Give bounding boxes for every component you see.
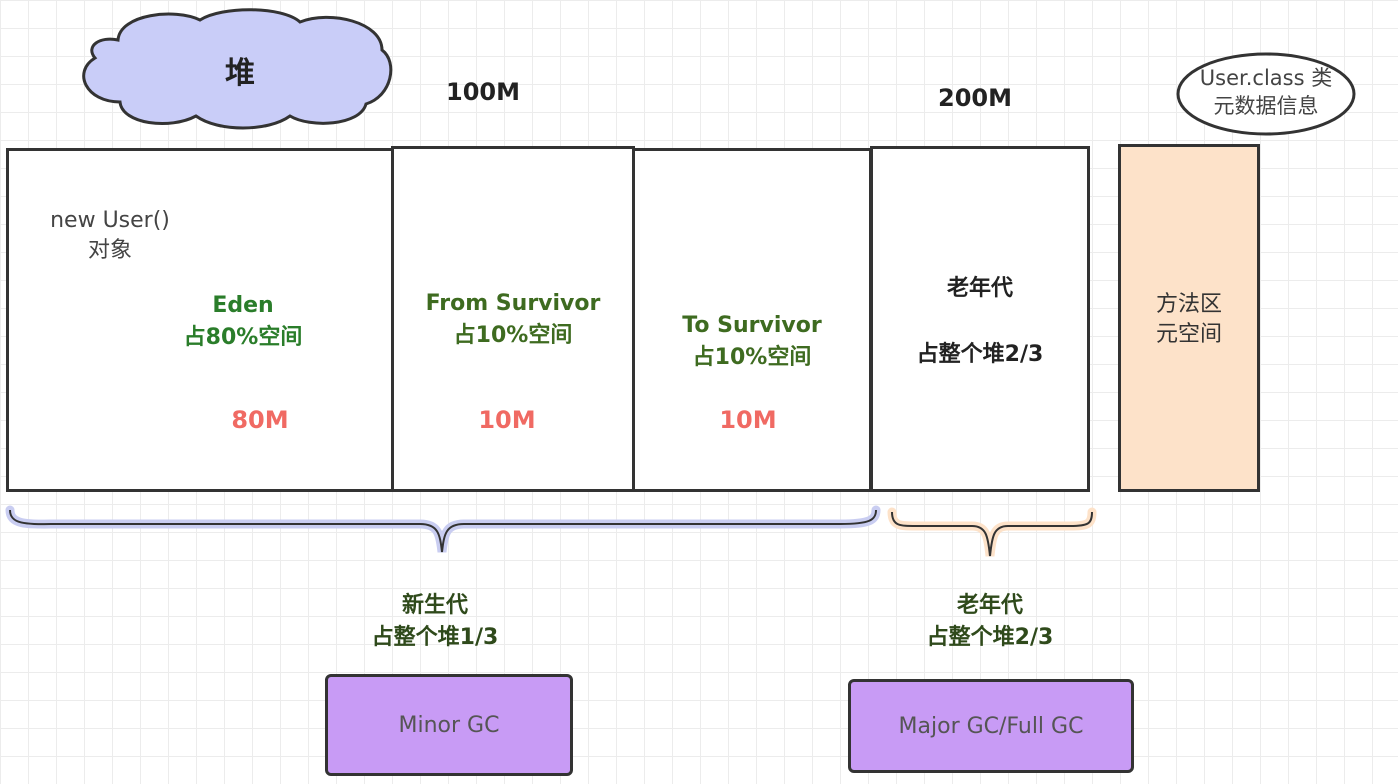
- from-survivor-ratio: 占10%空间: [453, 323, 573, 348]
- old-gen-name: 老年代: [946, 276, 1013, 301]
- to-survivor-size: 10M: [719, 406, 777, 434]
- young-gen-brace-outline: [9, 509, 877, 553]
- from-survivor-box: [391, 146, 635, 492]
- from-survivor-name: From Survivor: [425, 291, 601, 316]
- class-metadata-text: User.class 类 元数据信息: [1180, 64, 1352, 120]
- minor-gc-button[interactable]: Minor GC: [325, 674, 573, 776]
- from-survivor-text: From Survivor 占10%空间: [400, 288, 626, 352]
- to-survivor-text: To Survivor 占10%空间: [642, 310, 862, 374]
- heap-cloud-icon: [82, 8, 393, 130]
- eden-name: Eden: [212, 293, 274, 318]
- eden-size: 80M: [231, 406, 289, 434]
- heap-label: 堆: [225, 56, 255, 91]
- class-metadata-ellipse: [1176, 52, 1356, 136]
- to-survivor-ratio: 占10%空间: [692, 345, 812, 370]
- old-gen-ratio: 占整个堆2/3: [916, 342, 1044, 367]
- method-area-line2: 元空间: [1155, 322, 1222, 347]
- old-size-label: 200M: [938, 84, 1012, 112]
- to-survivor-name: To Survivor: [682, 313, 822, 338]
- object-line2: 对象: [87, 238, 132, 263]
- method-area-box: [1118, 144, 1260, 492]
- from-survivor-size: 10M: [478, 406, 536, 434]
- old-gen-brace-line2: 占整个堆2/3: [926, 625, 1054, 650]
- object-line1: new User(): [50, 208, 170, 233]
- eden-box: [6, 148, 394, 492]
- major-gc-button[interactable]: Major GC/Full GC: [848, 679, 1134, 773]
- object-text: new User() 对象: [20, 206, 200, 266]
- method-area-text: 方法区 元空间: [1120, 290, 1258, 350]
- old-gen-brace: [887, 507, 1097, 557]
- class-metadata-line2: 元数据信息: [1213, 94, 1319, 118]
- class-metadata-line1: User.class 类: [1199, 66, 1333, 90]
- eden-text: Eden 占80%空间: [150, 290, 336, 354]
- young-gen-label: 新生代 占整个堆1/3: [320, 590, 550, 654]
- old-gen-box: [870, 146, 1090, 492]
- eden-ratio: 占80%空间: [183, 325, 303, 350]
- young-size-label: 100M: [446, 78, 520, 106]
- old-gen-brace-outline: [891, 511, 1093, 557]
- method-area-line1: 方法区: [1155, 292, 1222, 317]
- young-gen-line2: 占整个堆1/3: [371, 625, 499, 650]
- old-gen-brace-label: 老年代 占整个堆2/3: [880, 590, 1100, 654]
- old-gen-brace-line1: 老年代: [956, 593, 1023, 618]
- young-gen-line1: 新生代: [401, 593, 468, 618]
